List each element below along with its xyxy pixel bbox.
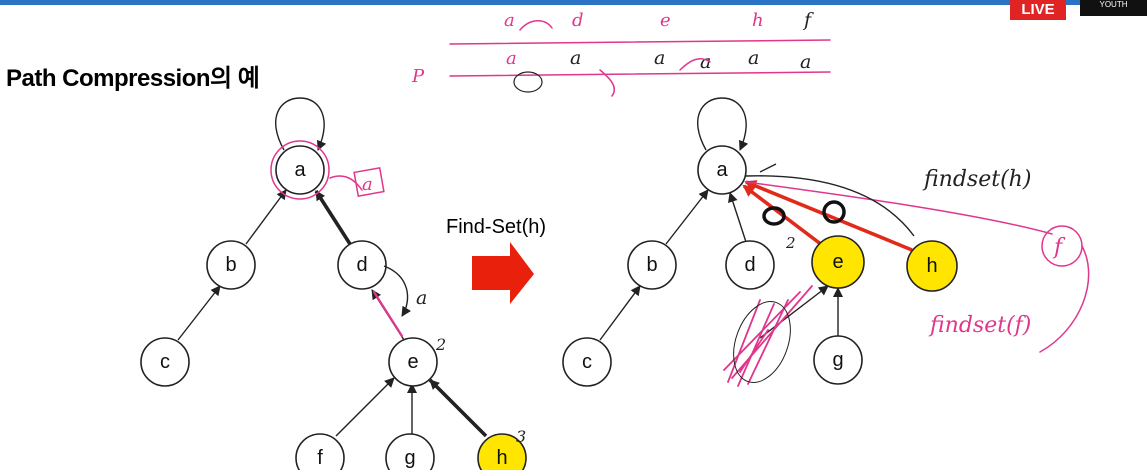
node-b: b (627, 240, 677, 290)
ink-box (353, 167, 385, 197)
bottom-row-item: a (800, 51, 811, 73)
edge-c-b (599, 285, 641, 341)
p-label: P (411, 66, 425, 87)
node-b: b (206, 240, 256, 290)
edge-b-a (665, 189, 709, 245)
svg-text:h: h (496, 447, 507, 469)
node-d: d (725, 240, 775, 290)
self-loop-edge (275, 97, 327, 151)
top-row-item: e (660, 10, 671, 31)
ink-mark: 2 (785, 234, 796, 252)
svg-text:g: g (832, 349, 843, 371)
svg-text:c: c (582, 351, 592, 373)
self-loop-edge (697, 97, 749, 151)
edge-d-a (314, 190, 352, 245)
node-h: h (906, 240, 958, 292)
ink-edge (372, 290, 404, 338)
tree-after: a b d e h c g 2 f findset(h) findset(f) (562, 97, 1090, 387)
svg-text:b: b (646, 254, 657, 276)
scribbled-node (723, 285, 813, 387)
svg-text:d: d (744, 254, 755, 276)
ink-curve (745, 175, 915, 237)
node-g: g (813, 335, 863, 385)
node-a: a (275, 145, 325, 195)
tree-before: a b d c e f g h a a 2 3 (140, 97, 527, 470)
ink-mark: 3 (516, 427, 526, 446)
ink-line (745, 181, 1053, 235)
node-e: e (811, 235, 865, 289)
svg-text:e: e (407, 351, 418, 373)
node-a: a (697, 145, 747, 195)
slide-title: Path Compression의 예 (6, 65, 260, 92)
findset-h-label: findset(h) (922, 167, 1031, 192)
top-row-item: a (504, 10, 515, 31)
svg-text:d: d (356, 254, 367, 276)
handwritten-array: P a d e h f a a a a a a (411, 9, 831, 97)
node-h: h (477, 433, 527, 470)
node-g: g (385, 433, 435, 470)
node-f: f (295, 433, 345, 470)
bottom-row-item: a (748, 47, 759, 69)
ink-circle (270, 140, 330, 200)
bottom-row-item: a (700, 51, 711, 73)
ink-stroke (329, 175, 363, 191)
node-c: c (140, 337, 190, 387)
ink-stroke (1039, 245, 1090, 353)
node-d: d (337, 240, 387, 290)
top-row-item: f (802, 9, 814, 31)
svg-text:c: c (160, 351, 170, 373)
bottom-row-item: a (506, 48, 517, 69)
edge-c-b (177, 285, 221, 341)
top-row-item: h (752, 10, 764, 31)
svg-text:e: e (832, 251, 843, 273)
channel-badge: YOUTH (1080, 0, 1147, 16)
transform-arrow (472, 242, 534, 304)
svg-text:a: a (716, 159, 728, 181)
svg-text:b: b (225, 254, 236, 276)
ink-mark: 2 (435, 335, 446, 354)
edge-b-a (245, 189, 287, 245)
edge-f-e (335, 377, 395, 437)
svg-text:f: f (317, 447, 323, 469)
ink-curve (383, 265, 412, 317)
svg-text:g: g (404, 447, 415, 469)
edge-f-e (759, 285, 829, 339)
svg-text:a: a (294, 159, 306, 181)
svg-text:h: h (926, 255, 937, 277)
edge-h-a (744, 180, 913, 252)
bottom-row-item: a (654, 47, 665, 69)
node-e: e (388, 337, 438, 387)
bottom-row-item: a (570, 47, 581, 69)
window-top-bar (0, 0, 1147, 5)
findset-f-label: findset(f) (928, 313, 1031, 338)
ink-a: a (362, 174, 373, 195)
operation-label: Find-Set(h) (446, 216, 547, 238)
top-row-item: d (572, 10, 584, 31)
edge-h-e (428, 378, 488, 438)
edge-d-a (728, 192, 747, 243)
live-badge: LIVE (1010, 0, 1066, 20)
ink-a: a (416, 287, 427, 309)
node-c: c (562, 337, 612, 387)
circled-f-label: f (1052, 235, 1066, 260)
